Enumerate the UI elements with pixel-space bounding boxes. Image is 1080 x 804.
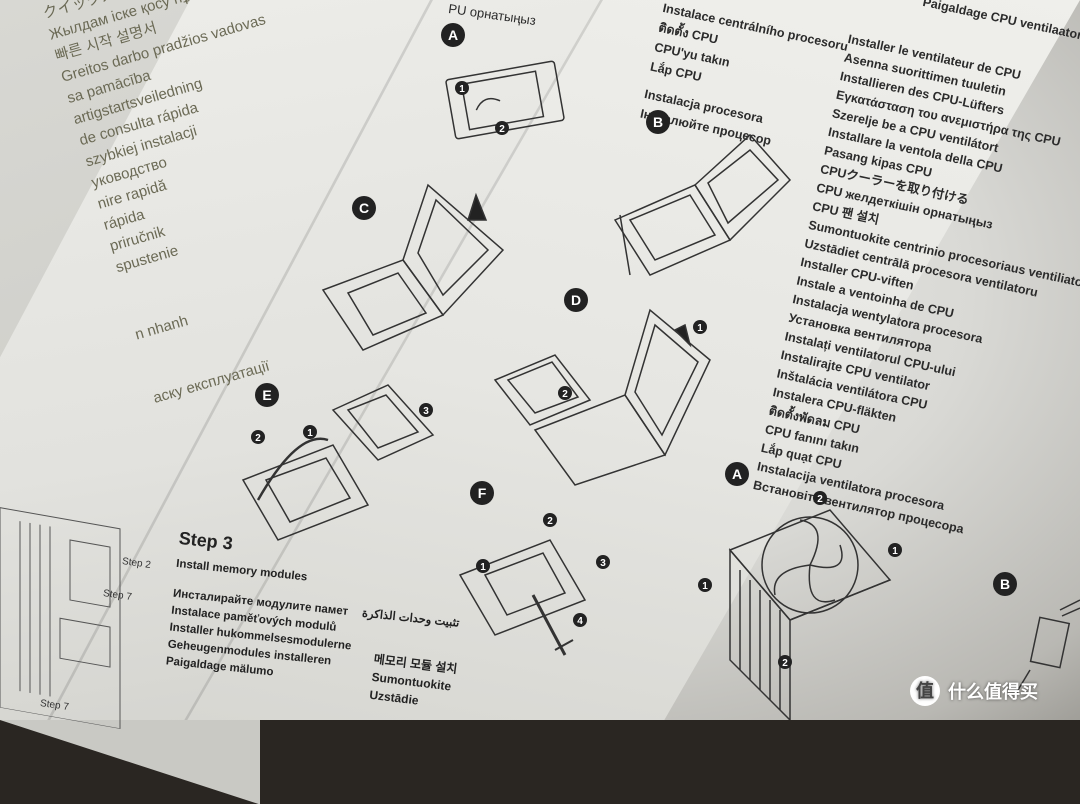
watermark-logo-icon: 值 — [910, 676, 940, 706]
callout-number: 4 — [577, 616, 583, 627]
motherboard-diagram — [0, 507, 121, 730]
diagram-label-badge: A — [725, 462, 749, 486]
callout-number: 1 — [892, 546, 898, 557]
cpu-socket-diagram-d: 1 2 — [493, 308, 711, 486]
callout-number: 1 — [697, 323, 703, 334]
callout-number: 2 — [547, 516, 553, 527]
diagram-label-badge: F — [470, 481, 494, 505]
callout-number: 1 — [307, 428, 313, 439]
diagram-label-badge: B — [646, 110, 670, 134]
cpu-socket-diagram-b — [613, 133, 792, 276]
fan-connector-diagram — [1014, 599, 1080, 696]
watermark-text: 什么值得买 — [948, 682, 1038, 702]
callout-number: 2 — [499, 124, 505, 135]
callout-number: 2 — [562, 389, 568, 400]
cpu-socket-diagram-e: 2 1 3 — [241, 384, 435, 541]
callout-number: 1 — [702, 581, 708, 592]
diagram-label-badge: B — [993, 572, 1017, 596]
callout-number: 3 — [423, 406, 429, 417]
diagram-label-badge: E — [255, 383, 279, 407]
callout-number: 2 — [255, 433, 261, 444]
diagram-label-badge: A — [441, 23, 465, 47]
callout-number: 1 — [480, 562, 486, 573]
cpu-socket-diagram-f: 2 3 1 4 — [458, 513, 610, 656]
callout-number: 1 — [459, 84, 465, 95]
diagram-label-badge: C — [352, 196, 376, 220]
callout-number: 2 — [782, 658, 788, 669]
cpu-socket-diagram-c — [321, 183, 505, 351]
callout-number: 3 — [600, 558, 606, 569]
callout-number: 2 — [817, 494, 823, 505]
memory-install-languages: 메모리 모듈 설치 Sumontuokite Uzstādie — [368, 650, 458, 714]
site-watermark: 值 什么值得买 — [910, 676, 1038, 706]
cpu-socket-diagram-a: 1 2 — [445, 60, 565, 140]
diagram-label-badge: D — [564, 288, 588, 312]
cpu-cooler-diagram: 2 1 1 2 — [698, 491, 902, 720]
